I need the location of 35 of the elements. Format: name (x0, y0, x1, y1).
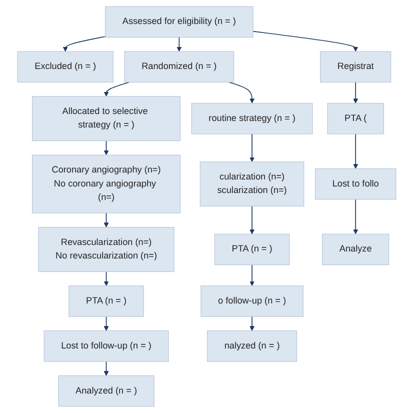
arrow (176, 36, 182, 52)
node-box: Registrat (320, 51, 391, 82)
arrow (104, 271, 109, 286)
node-box: Revascularization (n=) No revascularization (n=) (38, 226, 174, 272)
arrow (228, 82, 254, 104)
node-box: Assessed for eligibility (n = ) (104, 6, 254, 38)
node-box: PTA ( (326, 102, 384, 134)
arrow (62, 36, 106, 52)
node-box: Lost to follow-up (n = ) (44, 330, 169, 362)
arrow (252, 30, 358, 52)
arrow (352, 134, 358, 169)
node-box: Coronary angiography (n=) No coronary angiography (n=) (32, 154, 180, 214)
arrow (249, 316, 254, 331)
arrow (104, 140, 109, 156)
node-box: Randomized (n = ) (124, 51, 234, 82)
node-box: PTA (n = ) (214, 234, 290, 266)
node-box: Excluded (n = ) (17, 51, 114, 82)
node-box: PTA (n = ) (68, 286, 144, 317)
arrow (104, 316, 109, 331)
arrow (104, 361, 109, 376)
arrow (104, 212, 109, 228)
node-box: o follow-up (n = ) (200, 286, 304, 317)
arrow (352, 82, 358, 104)
arrow (249, 264, 254, 286)
arrow (249, 206, 254, 234)
arrow (249, 134, 254, 162)
node-box: Analyze (322, 234, 389, 266)
node-box: nalyzed (n = ) (206, 330, 297, 362)
arrow (104, 82, 130, 97)
node-box: Lost to follo (314, 168, 396, 200)
arrow (352, 198, 358, 234)
node-box: Analyzed (n = ) (58, 375, 154, 407)
node-box: Allocated to selective strategy (n = ) (32, 96, 180, 142)
node-box: routine strategy (n = ) (191, 102, 313, 134)
node-box: cularization (n=) scularization (n=) (200, 162, 304, 206)
